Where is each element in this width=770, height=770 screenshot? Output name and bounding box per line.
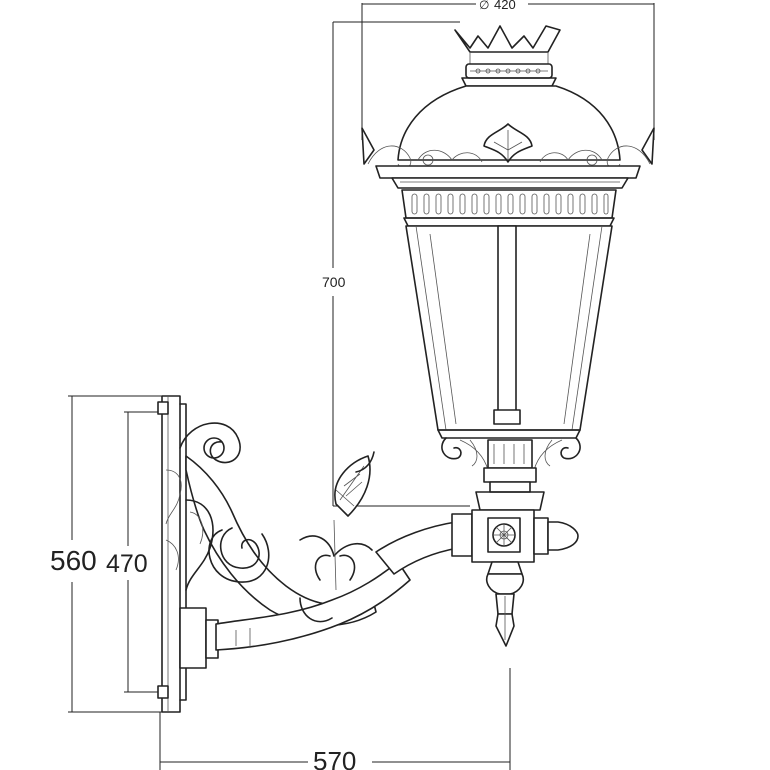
bottom-scrollwork [441, 437, 581, 471]
wall-plate [157, 395, 219, 713]
lantern-height-dimension-label: 700 [322, 274, 346, 290]
overall-height-dimension-label: 560 [50, 545, 97, 576]
fluted-band [411, 193, 609, 215]
acanthus-ornament [299, 451, 375, 591]
diameter-dimension-label: 420 [494, 0, 516, 12]
projection-dimension-label: 570 [313, 746, 356, 770]
drop-finial [485, 561, 525, 647]
lantern [361, 25, 655, 511]
dome-leaf-ornament [483, 123, 533, 163]
dimension-lines [68, 3, 655, 770]
crown-ornament [454, 25, 561, 87]
mount-height-dimension-label: 470 [106, 550, 148, 578]
center-post [497, 225, 517, 423]
diameter-symbol: ∅ [479, 0, 489, 12]
dome [397, 85, 621, 161]
bracket-arm [179, 422, 579, 651]
